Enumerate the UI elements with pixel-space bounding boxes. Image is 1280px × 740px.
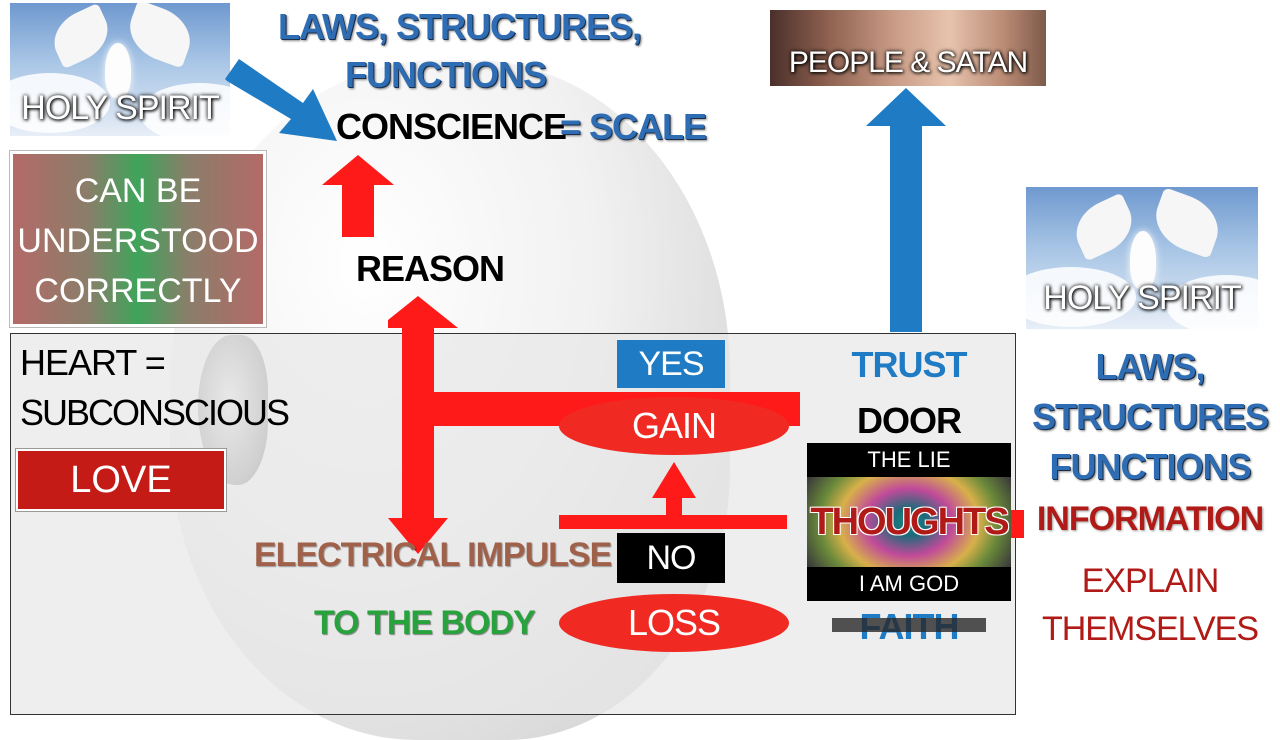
yes-label: YES: [638, 345, 704, 383]
the-lie-bar: THE LIE: [807, 443, 1011, 477]
yes-box: YES: [617, 340, 725, 388]
heart-label: HEART =: [20, 342, 166, 383]
holy-spirit-label: HOLY SPIRIT: [21, 89, 219, 127]
conscience-label: CONSCIENCE: [336, 106, 567, 147]
explain-line1: EXPLAIN: [1081, 562, 1220, 600]
i-am-god-label: I AM GOD: [858, 571, 960, 596]
thoughts-to-gain-arrow: [652, 462, 696, 522]
holy-spirit-image-right: HOLY SPIRIT: [1026, 187, 1258, 329]
gain-label: GAIN: [631, 405, 717, 446]
functions-title: FUNCTIONS: [345, 54, 547, 95]
loss-oval: LOSS: [559, 594, 789, 652]
understood-box: CAN BE UNDERSTOOD CORRECTLY: [10, 151, 266, 327]
love-badge: LOVE: [16, 449, 226, 511]
laws-structures-title: LAWS, STRUCTURES,: [278, 6, 642, 47]
faith-strikethrough: [832, 618, 986, 632]
thoughts-connector-bar: [559, 515, 787, 529]
no-box: NO: [617, 533, 725, 583]
understood-line2: UNDERSTOOD: [17, 222, 259, 260]
people-satan-label: PEOPLE & SATAN: [788, 46, 1028, 79]
information-label: INFORMATION: [1036, 500, 1264, 538]
people-satan-image: PEOPLE & SATAN: [770, 10, 1046, 86]
trust-label: TRUST: [851, 344, 968, 385]
laws-right-line2: STRUCTURES: [1031, 396, 1269, 437]
laws-right-line1: LAWS,: [1095, 346, 1206, 387]
holy-spirit-to-conscience-arrow: [225, 59, 337, 141]
door-label: DOOR: [857, 400, 962, 441]
loss-label: LOSS: [627, 602, 721, 643]
to-the-body-label: TO THE BODY: [314, 604, 536, 642]
i-am-god-bar: I AM GOD: [807, 567, 1011, 601]
dove-wing-icon: [1147, 187, 1227, 259]
subconscious-label: SUBCONSCIOUS: [20, 392, 290, 433]
laws-right-line3: FUNCTIONS: [1049, 446, 1252, 487]
reason-to-conscience-arrow: [322, 155, 394, 237]
holy-spirit-right-label: HOLY SPIRIT: [1043, 279, 1241, 317]
dove-icon: [105, 43, 131, 98]
gain-oval: GAIN: [559, 397, 789, 455]
reason-label: REASON: [356, 248, 505, 289]
thoughts-label: THOUGHTS: [810, 501, 1009, 543]
the-lie-label: THE LIE: [867, 447, 951, 472]
scale-label: = SCALE: [560, 106, 707, 147]
door-to-people-satan-arrow: [866, 88, 946, 332]
holy-spirit-image-left: HOLY SPIRIT: [10, 3, 230, 136]
dove-icon: [1130, 231, 1156, 289]
understood-line3: CORRECTLY: [34, 272, 242, 310]
explain-line2: THEMSELVES: [1041, 610, 1259, 648]
door-eye-image: THE LIE THOUGHTS I AM GOD: [807, 443, 1011, 601]
dove-wing-icon: [121, 3, 199, 69]
understood-line1: CAN BE: [74, 172, 202, 210]
love-label: LOVE: [70, 459, 172, 501]
no-label: NO: [646, 539, 697, 577]
electrical-impulse-label: ELECTRICAL IMPULSE: [254, 536, 612, 574]
